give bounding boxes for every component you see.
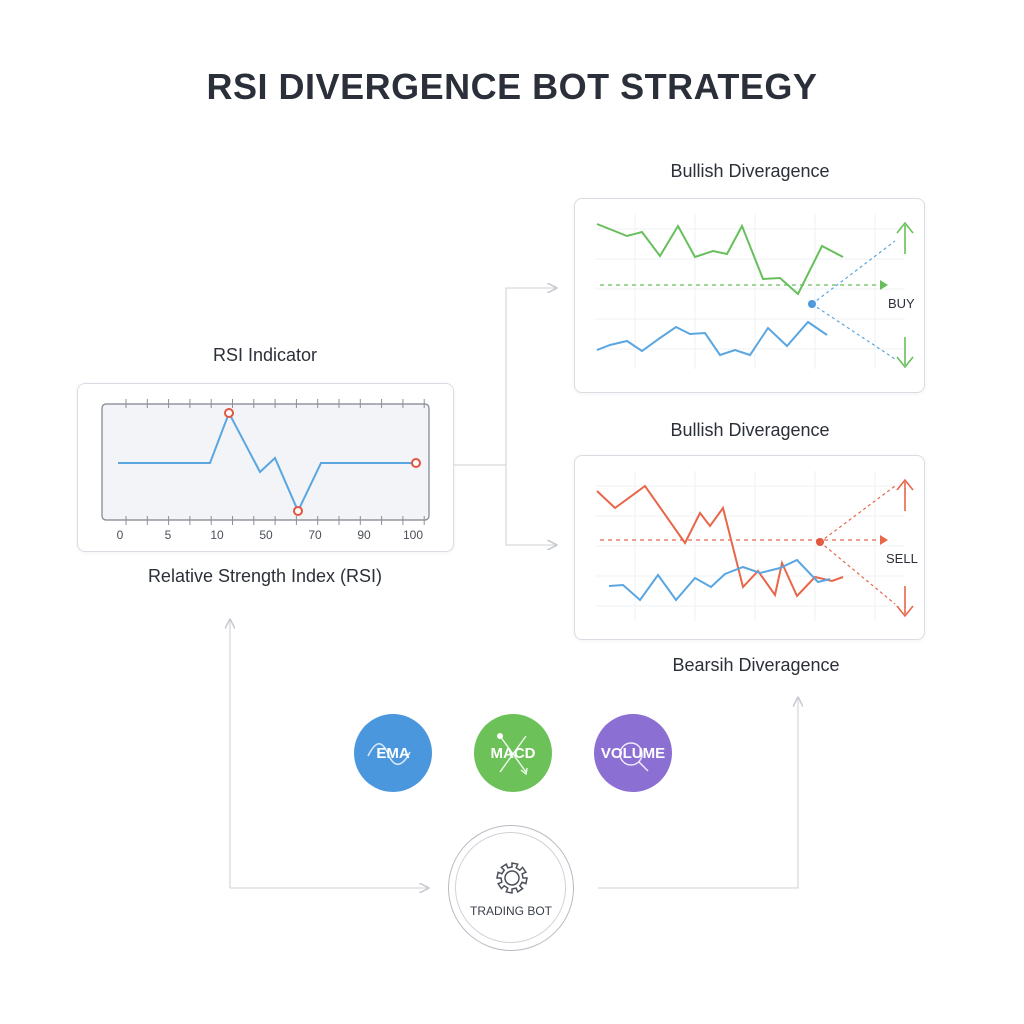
rsi-tick-label: 70 [308,528,322,542]
trading-bot-label: TRADING BOT [469,904,552,918]
rsi-tick-label: 100 [403,528,423,542]
gear-icon [496,862,528,894]
bearish-divergence-panel: SELL [574,455,925,640]
rsi-tick-label: 10 [210,528,224,542]
bearish-chart [595,471,914,621]
rsi-peak-marker [224,408,234,418]
bearish-panel-bottom-label: Bearsih Diveragence [672,655,840,675]
cross-arrows-icon [497,733,528,776]
wave-icon [367,743,411,765]
sell-signal-label: SELL [886,551,918,566]
rsi-panel: 0 5 10 50 70 90 100 [77,383,454,552]
bearish-up-arrow-icon [896,478,914,511]
connector-to-bullish [505,288,556,465]
rsi-panel-label: RSI Indicator [212,345,318,365]
connector-bot-to-bearish [598,698,798,889]
volume-indicator[interactable]: VOLUME [594,714,672,792]
ema-label: EMA [376,744,410,762]
rsi-end-marker [411,458,421,468]
bullish-panel-label: Bullish Diveragence [670,161,830,181]
volume-label: VOLUME [600,744,666,762]
page-title: RSI DIVERGENCE BOT STRATEGY [206,66,818,107]
bullish-down-arrow-icon [896,337,914,369]
trading-bot[interactable]: TRADING BOT [448,825,574,951]
connector-to-bearish [505,465,556,545]
buy-signal-label: BUY [888,296,915,311]
bullish-up-arrow-icon [896,221,914,254]
rsi-chart: 0 5 10 50 70 90 100 [101,399,430,542]
rsi-line [118,410,416,514]
bullish-divergence-panel: BUY [574,198,925,393]
rsi-tick-label: 0 [117,528,124,542]
bullish-chart [595,214,914,369]
rsi-trough-marker [293,506,303,516]
ema-indicator[interactable]: EMA [354,714,432,792]
bullish-price-line [596,223,844,296]
rsi-tick-label: 90 [357,528,371,542]
bearish-panel-top-label: Bullish Diveragence [670,420,830,440]
rsi-caption: Relative Strength Index (RSI) [147,566,383,586]
macd-indicator[interactable]: MACD [474,714,552,792]
magnifier-icon [619,742,649,772]
bearish-rsi-line [608,558,831,602]
bearish-down-arrow-icon [896,586,914,618]
macd-label: MACD [490,744,536,762]
bearish-price-line [596,484,844,598]
rsi-tick-label: 50 [259,528,273,542]
bullish-rsi-line [596,320,828,357]
rsi-tick-label: 5 [165,528,172,542]
